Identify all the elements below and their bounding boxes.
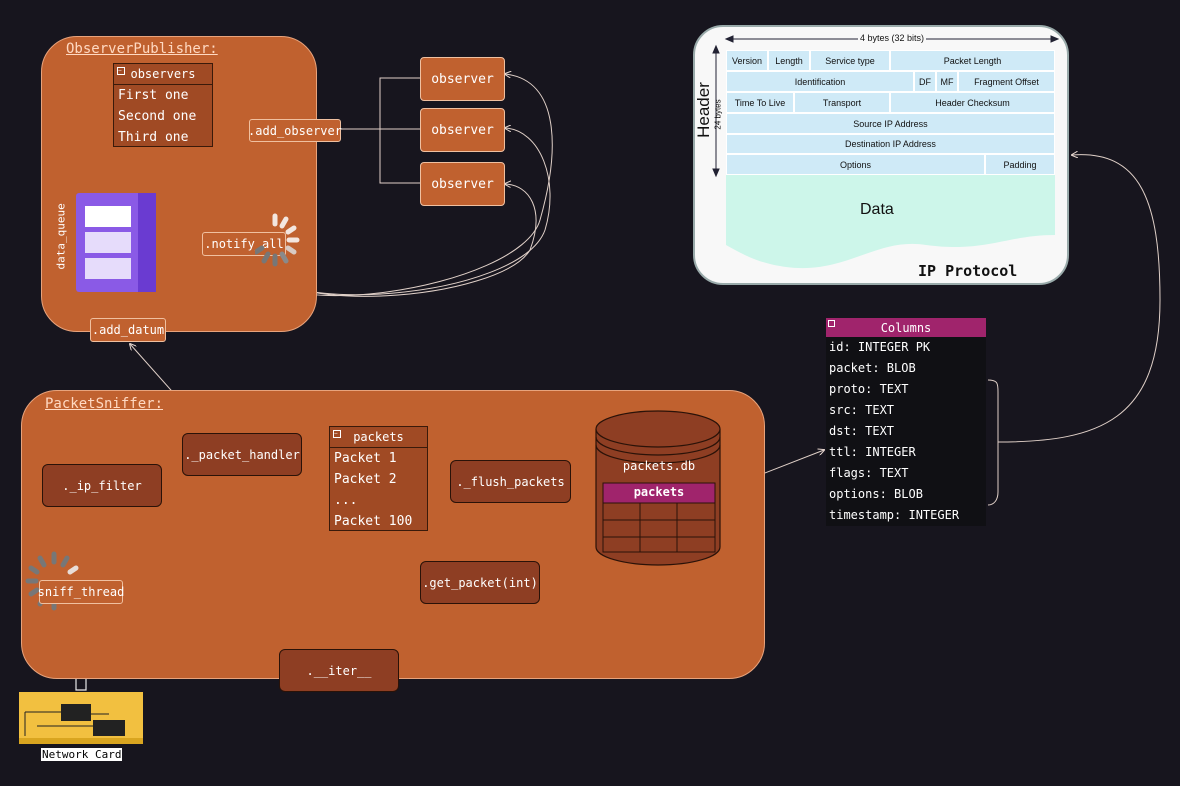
packet-handler-method[interactable]: ._packet_handler xyxy=(182,433,302,476)
ip-field-df: DF xyxy=(914,71,936,92)
column-row: dst: TEXT xyxy=(829,424,895,438)
ip-field-transport: Transport xyxy=(794,92,890,113)
ip-width-label: 4 bytes (32 bits) xyxy=(858,33,927,43)
ip-field-mf: MF xyxy=(936,71,958,92)
list-item: First one xyxy=(118,88,189,103)
network-card-label: Network Card xyxy=(41,748,123,761)
observer-box-2[interactable]: observer xyxy=(420,108,505,152)
observer-publisher-title: ObserverPublisher: xyxy=(66,41,218,57)
columns-header: Columns xyxy=(826,318,986,337)
iter-method[interactable]: .__iter__ xyxy=(279,649,399,692)
list-item: Packet 100 xyxy=(334,514,413,529)
observer-box-3[interactable]: observer xyxy=(420,162,505,206)
observers-list: −observers First one Second one Third on… xyxy=(113,63,213,147)
ip-field-options: Options xyxy=(726,154,985,175)
column-row: flags: TEXT xyxy=(829,466,909,480)
database-name: packets.db xyxy=(622,459,696,473)
flush-packets-method[interactable]: ._flush_packets xyxy=(450,460,571,503)
ip-field-service-type: Service type xyxy=(810,50,890,71)
column-row: packet: BLOB xyxy=(829,361,916,375)
ip-data-label: Data xyxy=(860,201,894,218)
columns-table: Columns id: INTEGER PK packet: BLOB prot… xyxy=(826,318,986,526)
ip-field-identification: Identification xyxy=(726,71,914,92)
list-item: ... xyxy=(334,493,358,508)
observers-list-header: −observers xyxy=(114,64,212,85)
list-item: Packet 1 xyxy=(334,451,397,466)
ip-field-padding: Padding xyxy=(985,154,1055,175)
ip-field-header-checksum: Header Checksum xyxy=(890,92,1055,113)
observer-box-1[interactable]: observer xyxy=(420,57,505,101)
data-queue-label: data_queue xyxy=(54,203,68,270)
list-item: Third one xyxy=(118,130,189,145)
ip-field-source-ip: Source IP Address xyxy=(726,113,1055,134)
packet-sniffer-title: PacketSniffer: xyxy=(45,396,164,412)
collapse-icon[interactable] xyxy=(828,320,835,327)
data-queue-icon xyxy=(76,193,156,292)
column-row: options: BLOB xyxy=(829,487,923,501)
list-item: Second one xyxy=(118,109,197,124)
collapse-icon[interactable]: − xyxy=(117,67,125,75)
packets-list-header: −packets xyxy=(330,427,427,448)
database-icon xyxy=(595,410,721,566)
ip-filter-method[interactable]: ._ip_filter xyxy=(42,464,162,507)
ip-header-size: 24 bytes xyxy=(713,99,723,130)
database-table-name: packets xyxy=(633,485,685,499)
collapse-icon[interactable]: − xyxy=(333,430,341,438)
list-item: Packet 2 xyxy=(334,472,397,487)
sniff-thread-method[interactable]: sniff_thread xyxy=(38,580,124,604)
ip-field-length: Length xyxy=(768,50,810,71)
spinner-icon xyxy=(255,213,300,267)
ip-field-ttl: Time To Live xyxy=(726,92,794,113)
column-row: ttl: INTEGER xyxy=(829,445,916,459)
network-card-icon xyxy=(19,692,143,744)
get-packet-method[interactable]: .get_packet(int) xyxy=(420,561,540,604)
ip-field-version: Version xyxy=(726,50,768,71)
column-row: timestamp: INTEGER xyxy=(829,508,960,522)
ip-field-fragment-offset: Fragment Offset xyxy=(958,71,1055,92)
column-row: id: INTEGER PK xyxy=(829,340,931,354)
add-observer-method[interactable]: .add_observer xyxy=(248,119,342,142)
ip-data-area xyxy=(726,175,1055,269)
add-datum-method[interactable]: .add_datum xyxy=(90,318,166,342)
ip-field-destination-ip: Destination IP Address xyxy=(726,134,1055,154)
column-row: src: TEXT xyxy=(829,403,895,417)
ip-field-packet-length: Packet Length xyxy=(890,50,1055,71)
column-row: proto: TEXT xyxy=(829,382,909,396)
ip-protocol-title: IP Protocol xyxy=(918,262,1018,280)
packets-list: −packets Packet 1 Packet 2 ... Packet 10… xyxy=(329,426,428,531)
ip-header-label: Header xyxy=(694,82,713,138)
spinner-icon xyxy=(25,551,79,611)
